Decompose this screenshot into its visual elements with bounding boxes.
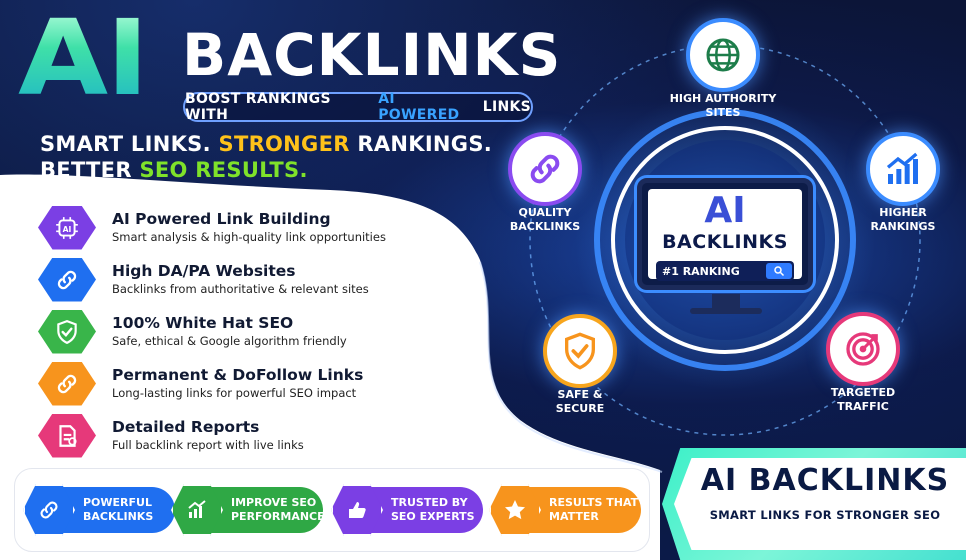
orbit-label-line: SECURE	[555, 401, 605, 415]
svg-text:AI: AI	[63, 224, 72, 233]
corner-subtitle: SMART LINKS FOR STRONGER SEO	[709, 508, 941, 522]
orbit-label-line: BACKLINKS	[509, 219, 581, 233]
shield-check-icon	[543, 314, 617, 388]
monitor-search-text: #1 RANKING	[662, 264, 740, 278]
search-icon	[766, 263, 792, 279]
rising-chart-icon	[866, 132, 940, 206]
feature-title: 100% White Hat SEO	[112, 314, 294, 333]
orbit-label-line: TRAFFIC	[837, 399, 889, 413]
monitor-base	[690, 308, 762, 314]
slogan-1a: SMART LINKS.	[40, 132, 211, 156]
slogan-2b: SEO	[139, 158, 188, 182]
link-icon	[38, 257, 96, 302]
orbit-label-bottom-right: TARGETED TRAFFIC	[803, 386, 923, 414]
badge-line-2: SEO EXPERTS	[391, 510, 475, 523]
ai-logo-text: AI	[18, 0, 149, 119]
corner-title: AI BACKLINKS	[700, 463, 950, 498]
pill-text-2: LINKS	[482, 99, 531, 115]
pill-text-1: BOOST RANKINGS WITH	[185, 91, 331, 123]
badge-line-1: IMPROVE SEO	[231, 496, 317, 510]
badge-line-1: POWERFUL	[83, 496, 152, 510]
orbit-label-line: RANKINGS	[870, 219, 936, 233]
slogan-line-1: SMART LINKS. STRONGER RANKINGS.	[40, 134, 492, 155]
slogan-1c: RANKINGS.	[357, 132, 493, 156]
shield-check-icon	[38, 309, 96, 354]
orbit-label-top: HIGH AUTHORITY SITES	[663, 92, 783, 120]
feature-subtitle: Long-lasting links for powerful SEO impa…	[112, 385, 357, 400]
feature-item: Detailed Reports Full backlink report wi…	[38, 410, 458, 461]
badge-line-2: BACKLINKS	[83, 510, 154, 523]
chain-icon	[508, 132, 582, 206]
feature-title: Detailed Reports	[112, 418, 260, 437]
orbit-label-left: QUALITY BACKLINKS	[485, 206, 605, 234]
orbit-label-bottom-left: SAFE & SECURE	[520, 388, 640, 416]
monitor-search-bar: #1 RANKING	[656, 261, 794, 281]
orbit-label-line: QUALITY	[518, 206, 572, 219]
globe-icon	[686, 18, 760, 92]
page-title: BACKLINKS	[182, 21, 562, 89]
feature-subtitle: Safe, ethical & Google algorithm friendl…	[112, 333, 347, 348]
slogan-2a: BETTER	[40, 158, 132, 182]
slogan-2c: RESULTS.	[195, 158, 308, 182]
corner-card	[674, 458, 966, 550]
monitor-title: BACKLINKS	[662, 231, 788, 253]
orbit-label-line: TARGETED	[830, 386, 896, 399]
feature-item: AI AI Powered Link Building Smart analys…	[38, 202, 458, 253]
target-icon	[826, 312, 900, 386]
report-icon	[38, 413, 96, 458]
orbit-label-right: HIGHER RANKINGS	[843, 206, 963, 234]
feature-subtitle: Full backlink report with live links	[112, 437, 304, 452]
badge-line-2: MATTER	[549, 510, 599, 523]
feature-list: AI AI Powered Link Building Smart analys…	[38, 202, 458, 462]
slogan-line-2: BETTER SEO RESULTS.	[40, 160, 308, 181]
feature-subtitle: Smart analysis & high-quality link oppor…	[112, 229, 386, 244]
growth-chart-icon	[171, 484, 223, 536]
badge-line-1: TRUSTED BY	[391, 496, 468, 510]
monitor-screen: AI BACKLINKS #1 RANKING	[648, 189, 802, 281]
feature-subtitle: Backlinks from authoritative & relevant …	[112, 281, 369, 296]
orbit-label-line: SITES	[705, 105, 741, 119]
feature-title: AI Powered Link Building	[112, 210, 331, 229]
tagline-pill: BOOST RANKINGS WITH AI POWERED LINKS	[183, 91, 533, 123]
orbit-label-line: SAFE &	[557, 388, 603, 401]
monitor-stand	[712, 294, 740, 310]
badge-line-2: PERFORMANCE	[231, 510, 325, 523]
monitor-ai-text: AI	[704, 190, 746, 231]
monitor-illustration: AI BACKLINKS #1 RANKING	[637, 178, 813, 290]
feature-item: Permanent & DoFollow Links Long-lasting …	[38, 358, 458, 409]
feature-title: Permanent & DoFollow Links	[112, 366, 364, 385]
badge-line-1: RESULTS THAT	[549, 496, 639, 510]
feature-item: 100% White Hat SEO Safe, ethical & Googl…	[38, 306, 458, 357]
orbit-label-line: HIGHER	[879, 206, 927, 219]
link-icon	[38, 361, 96, 406]
slogan-1b: STRONGER	[218, 132, 350, 156]
orbit-label-line: HIGH AUTHORITY	[669, 92, 777, 105]
pill-highlight: AI POWERED	[378, 91, 460, 123]
feature-title: High DA/PA Websites	[112, 262, 296, 281]
feature-item: High DA/PA Websites Backlinks from autho…	[38, 254, 458, 305]
